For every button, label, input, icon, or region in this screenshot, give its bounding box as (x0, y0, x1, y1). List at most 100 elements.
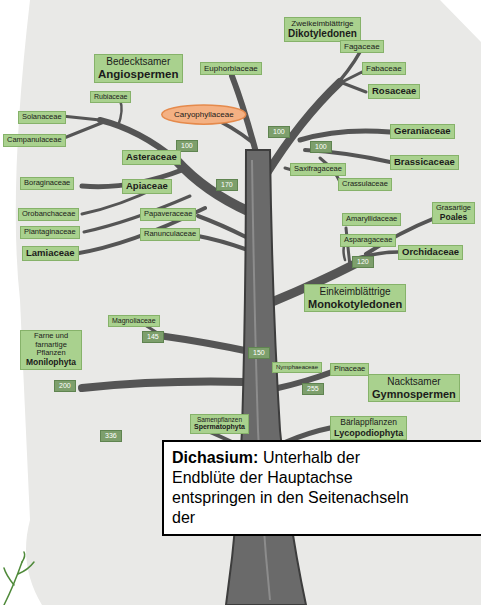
label-text: Fabaceae (366, 64, 402, 73)
taxon-label: Apiaceae (122, 179, 172, 194)
label-text: Lamiaceae (26, 248, 75, 259)
age-badge: 150 (248, 347, 270, 359)
plant-sketch (4, 552, 34, 605)
label-subtext: Dikotyledonen (288, 28, 357, 40)
taxon-label: ZweikeimblättrigeDikotyledonen (284, 17, 361, 42)
label-text: 100 (315, 143, 327, 151)
label-text: Pinaceae (334, 365, 365, 374)
label-subtext: Poales (436, 213, 471, 223)
taxon-label: Nymphaeaceae (272, 362, 322, 373)
age-badge: 145 (142, 331, 164, 343)
label-text: Einkeimblättrige (308, 286, 402, 298)
label-text: 100 (273, 128, 285, 136)
taxon-label: Campanulaceae (3, 134, 66, 147)
taxon-label: SamenpflanzenSpermatophyta (190, 414, 249, 434)
label-text: Rubiaceae (94, 93, 127, 101)
label-text: 255 (307, 385, 319, 393)
label-subtext: Angiospermen (98, 68, 179, 81)
label-text: 336 (105, 432, 117, 440)
label-text: Rosaceae (372, 86, 416, 97)
label-text: Bärlappflanzen (334, 418, 403, 428)
taxon-label: Orobanchaceae (18, 208, 79, 221)
taxon-label: Euphorbiaceae (200, 62, 262, 75)
age-badge: 255 (302, 383, 324, 395)
note-paragraph: Dichasium:Unterhalb der Endblüte der Hau… (172, 448, 422, 528)
taxon-label: Magnoliaceae (108, 315, 160, 327)
label-text: Orobanchaceae (22, 210, 75, 219)
label-text: Fagaceae (344, 42, 380, 51)
taxon-label: Solanaceae (18, 111, 66, 124)
label-text: Crassulaceae (342, 180, 388, 189)
label-text: Asparagaceae (344, 236, 392, 245)
taxon-label: Fabaceae (362, 62, 406, 75)
taxon-label: BedecktsamerAngiospermen (94, 54, 183, 83)
highlight-ellipse: Caryophyllaceae (160, 104, 248, 125)
age-badge: 120 (352, 256, 374, 268)
taxon-label: Ranunculaceae (140, 228, 200, 241)
age-badge: 100 (268, 126, 290, 138)
label-text: Farne und farnartige Pflanzen (24, 332, 78, 358)
tree-trunk (226, 150, 306, 605)
label-text: Orchidaceae (402, 247, 459, 258)
age-badge: 100 (310, 141, 332, 153)
taxon-label: EinkeimblättrigeMonokotyledonen (304, 284, 406, 312)
taxon-label: Pinaceae (330, 363, 369, 376)
taxon-label: Fagaceae (340, 40, 384, 53)
label-text: Grasartige (436, 204, 471, 213)
label-text: Apiaceae (126, 181, 168, 192)
label-subtext: Spermatophyta (194, 423, 245, 431)
label-text: Asteraceae (126, 152, 177, 163)
definition-box: Dichasium:Unterhalb der Endblüte der Hau… (162, 440, 481, 536)
taxon-label: Geraniaceae (390, 124, 455, 139)
label-text: Nymphaeaceae (276, 364, 318, 371)
label-text: Magnoliaceae (112, 317, 156, 325)
label-text: Campanulaceae (7, 136, 62, 145)
label-text: Amaryllidaceae (346, 215, 397, 224)
taxon-label: Rubiaceae (90, 91, 131, 103)
label-text: 200 (59, 382, 71, 390)
label-text: 150 (253, 349, 265, 357)
taxon-label: Asparagaceae (340, 234, 396, 247)
label-subtext: Monokotyledonen (308, 298, 402, 311)
label-text: Nacktsamer (372, 376, 456, 388)
label-text: 145 (147, 333, 159, 341)
label-text: Bedecktsamer (98, 56, 179, 68)
label-subtext: Lycopodiophyta (334, 428, 403, 438)
label-text: Papaveraceae (144, 210, 192, 219)
label-text: Geraniaceae (394, 126, 451, 137)
label-text: Saxifragaceae (294, 165, 342, 174)
label-subtext: Gymnospermen (372, 388, 456, 401)
label-subtext: Monilophyta (24, 358, 78, 368)
taxon-label: BärlappflanzenLycopodiophyta (330, 416, 407, 440)
taxon-label: NacktsamerGymnospermen (368, 374, 460, 402)
age-badge: 170 (216, 179, 238, 191)
label-text: Brassicaceae (394, 157, 455, 168)
age-badge: 200 (54, 380, 76, 392)
taxon-label: Lamiaceae (22, 246, 79, 261)
taxon-label: Papaveraceae (140, 208, 196, 221)
taxon-label: Plantaginaceae (20, 226, 80, 239)
label-text: 120 (357, 258, 369, 266)
taxon-label: Crassulaceae (338, 178, 392, 191)
label-text: Plantaginaceae (24, 228, 76, 237)
label-text: Dichasium: (172, 449, 258, 466)
label-text: Ranunculaceae (144, 230, 196, 239)
taxon-label: Amaryllidaceae (342, 213, 401, 226)
taxon-label: Farne und farnartige PflanzenMonilophyta (20, 330, 82, 370)
label-text: Solanaceae (22, 113, 62, 122)
age-badge: 336 (100, 430, 122, 442)
label-text: Euphorbiaceae (204, 64, 258, 73)
taxon-label: Saxifragaceae (290, 163, 346, 176)
taxon-label: Brassicaceae (390, 155, 459, 170)
taxon-label: Rosaceae (368, 84, 420, 99)
label-text: 170 (221, 181, 233, 189)
label-text: Caryophyllaceae (174, 110, 234, 119)
label-text: 100 (181, 142, 193, 150)
taxon-label: Orchidaceae (398, 245, 463, 260)
taxon-label: Boraginaceae (20, 177, 74, 190)
taxon-label: Asteraceae (122, 150, 181, 165)
label-text: Boraginaceae (24, 179, 70, 188)
label-text: Samenpflanzen (194, 416, 245, 423)
label-text: Zweikeimblättrige (288, 19, 357, 28)
